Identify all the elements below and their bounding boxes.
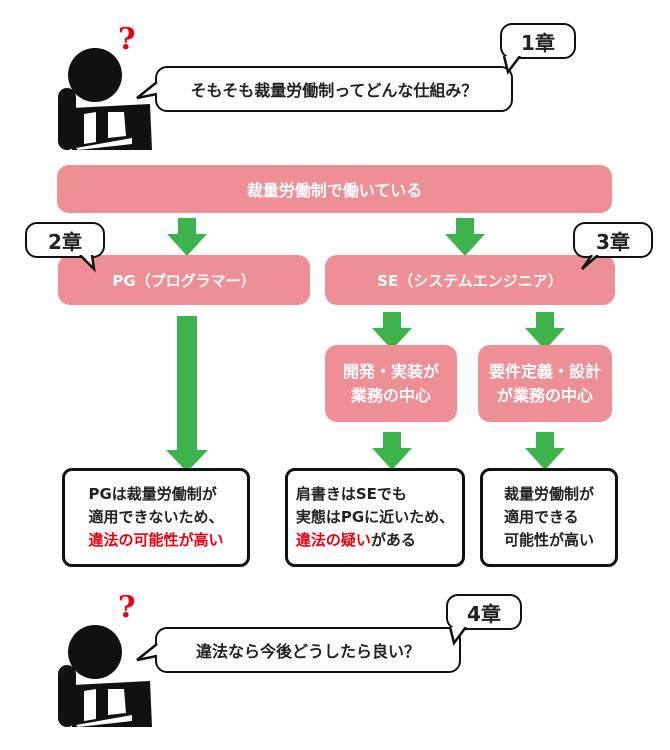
bottom-question-bubble: 違法なら今後どうしたら良い？ [155, 627, 461, 673]
se-sub-box-design: 要件定義・設計 が業務の中心 [478, 345, 612, 422]
arrow-down-icon [372, 312, 412, 350]
result-box-se-development: 肩書きはSEでも 実態はPGに近いため、 違法の疑いがある [285, 468, 465, 567]
bubble-tail [580, 255, 599, 270]
chapter-1-badge: 1章 [500, 23, 576, 59]
top-question-bubble: そもそも裁量労働制ってどんな仕組み？ [155, 66, 513, 112]
arrow-down-icon [525, 432, 565, 470]
question-mark-icon: ? [118, 590, 136, 625]
pg-box: PG（プログラマー） [58, 255, 310, 305]
bubble-tail [79, 255, 96, 273]
chapter-3-badge: 3章 [573, 222, 653, 258]
chapter-4-badge: 4章 [446, 594, 522, 630]
thinking-person-icon [50, 607, 160, 727]
arrow-down-icon [166, 316, 208, 472]
arrow-down-icon [167, 218, 207, 256]
top-question-text: そもそも裁量労働制ってどんな仕組み？ [190, 81, 478, 100]
arrow-down-icon [445, 218, 485, 256]
warning-text: 違法の可能性が高い [88, 531, 224, 549]
question-mark-icon: ? [118, 22, 136, 57]
bubble-tail [136, 81, 158, 100]
bottom-question-text: 違法なら今後どうしたら良い？ [195, 642, 420, 661]
bubble-tail [448, 627, 467, 646]
bubble-tail [136, 643, 158, 662]
result-box-se-design: 裁量労働制が 適用できる 可能性が高い [480, 468, 618, 567]
se-box: SE（システムエンジニア） [325, 255, 615, 305]
result-box-pg: PGは裁量労働制が 適用できないため、 違法の可能性が高い [62, 468, 250, 567]
se-sub-box-development: 開発・実装が 業務の中心 [325, 345, 457, 422]
arrow-down-icon [525, 312, 565, 350]
thinking-person-icon [50, 30, 160, 150]
bubble-tail [502, 56, 521, 75]
arrow-down-icon [372, 432, 412, 470]
root-box: 裁量労働制で働いている [57, 165, 612, 213]
warning-text: 違法の疑い [295, 531, 371, 549]
chapter-2-badge: 2章 [25, 222, 105, 258]
